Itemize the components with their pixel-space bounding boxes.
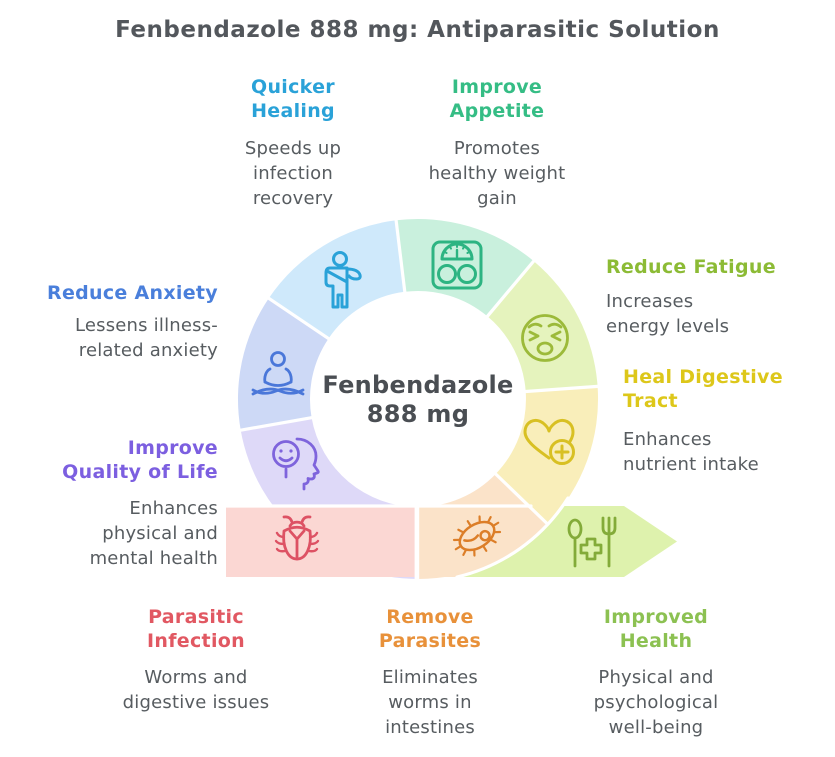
meditation-person-icon [251, 351, 305, 396]
beetle-icon [274, 515, 320, 561]
segment-improve-appetite [396, 218, 534, 317]
benefit-heading-quicker-healing: Quicker Healing [251, 76, 335, 122]
benefit-heading-parasitic-infection: Parasitic Infection [147, 606, 245, 652]
segment-improved-health-arrow [457, 506, 677, 577]
weighing-scale-icon [431, 240, 483, 290]
injured-arm-person-icon [324, 251, 362, 309]
benefit-description-reduce-anxiety: Lessens illness- related anxiety [74, 315, 218, 361]
heart-plus-icon [523, 418, 575, 465]
benefit-heading-reduce-fatigue: Reduce Fatigue [606, 256, 776, 278]
benefit-heading-heal-digestive-tract: Heal Digestive Tract [623, 366, 783, 412]
benefit-heading-improve-quality-of-life: Improve Quality of Life [62, 437, 218, 483]
segment-remove-parasites-band [418, 506, 548, 577]
benefit-description-quicker-healing: Speeds up infection recovery [244, 138, 342, 209]
benefit-description-improved-health: Physical and psychological well-being [593, 667, 719, 738]
page-title: Fenbendazole 888 mg: Antiparasitic Solut… [115, 17, 720, 43]
benefit-heading-improved-health: Improved Health [603, 606, 709, 652]
benefit-heading-improve-appetite: Improve Appetite [449, 76, 545, 122]
benefit-heading-reduce-anxiety: Reduce Anxiety [47, 282, 218, 304]
band-gap [414, 503, 420, 580]
segment-dividers [224, 218, 600, 579]
benefit-description-improve-quality-of-life: Enhances physical and mental health [89, 498, 218, 569]
wheel-segments [226, 218, 677, 579]
wheel-center-label: Fenbendazole 888 mg [322, 371, 514, 428]
segment-quicker-healing [268, 220, 405, 339]
benefit-description-improve-appetite: Promotes healthy weight gain [428, 138, 566, 209]
benefit-description-parasitic-infection: Worms and digestive issues [122, 667, 270, 713]
benefit-description-reduce-fatigue: Increases energy levels [606, 291, 730, 337]
benefit-heading-remove-parasites: Remove Parasites [378, 606, 482, 652]
weary-face-icon [521, 314, 569, 362]
segment-parasitic-infection-band [226, 506, 415, 577]
cutlery-medical-cross-icon [567, 516, 617, 568]
parasite-icon [452, 515, 502, 557]
benefit-description-remove-parasites: Eliminates worms in intestines [382, 667, 478, 738]
head-smiley-icon [272, 437, 320, 491]
segment-reduce-fatigue [487, 261, 598, 392]
benefit-description-heal-digestive-tract: Enhances nutrient intake [623, 429, 759, 475]
